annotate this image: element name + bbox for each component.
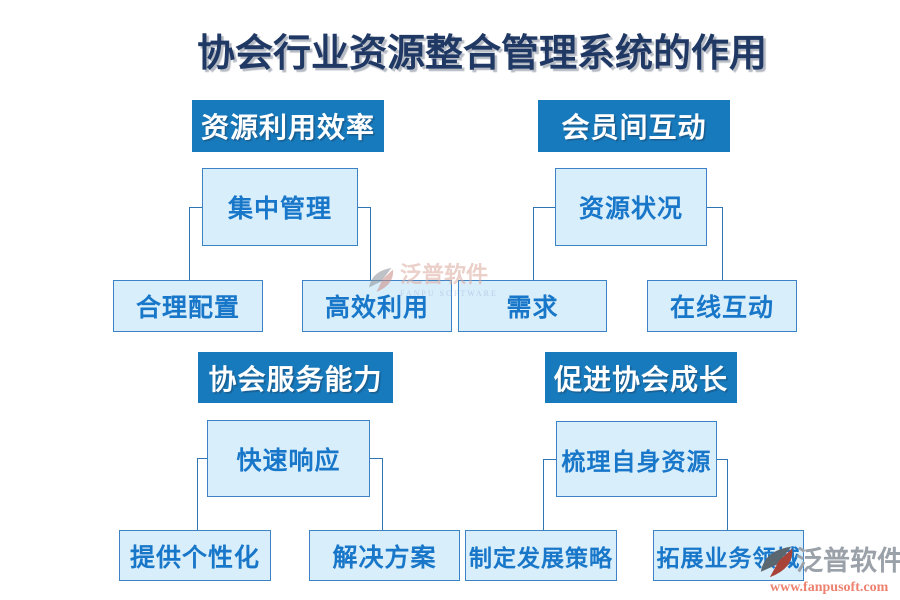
section-header: 资源利用效率 — [192, 100, 384, 152]
connector-left — [197, 458, 207, 530]
watermark-brand: 泛普软件 — [796, 545, 900, 576]
parent-node: 资源状况 — [555, 168, 707, 246]
connector-right — [717, 459, 728, 530]
watermark-url: www.fanpusoft.com — [770, 580, 889, 595]
child-node: 制定发展策略 — [465, 530, 617, 581]
child-node: 合理配置 — [113, 280, 263, 332]
connector-left — [189, 207, 202, 280]
connector-left — [543, 459, 556, 530]
child-node: 高效利用 — [302, 280, 452, 332]
child-node: 解决方案 — [309, 530, 460, 581]
parent-node: 集中管理 — [202, 168, 358, 246]
parent-node: 梳理自身资源 — [556, 421, 717, 497]
child-node: 在线互动 — [647, 280, 797, 332]
child-node: 需求 — [458, 280, 607, 332]
connector-right — [370, 458, 383, 530]
child-node: 拓展业务领域 — [653, 530, 804, 581]
connector-right — [707, 207, 723, 280]
child-node: 提供个性化 — [119, 530, 271, 581]
section-header: 会员间互动 — [538, 100, 730, 152]
connector-right — [358, 207, 371, 280]
section-header: 促进协会成长 — [545, 352, 737, 403]
page-title: 协会行业资源整合管理系统的作用 — [197, 33, 768, 75]
connector-left — [533, 207, 555, 280]
section-header: 协会服务能力 — [198, 352, 393, 403]
parent-node: 快速响应 — [207, 420, 370, 497]
